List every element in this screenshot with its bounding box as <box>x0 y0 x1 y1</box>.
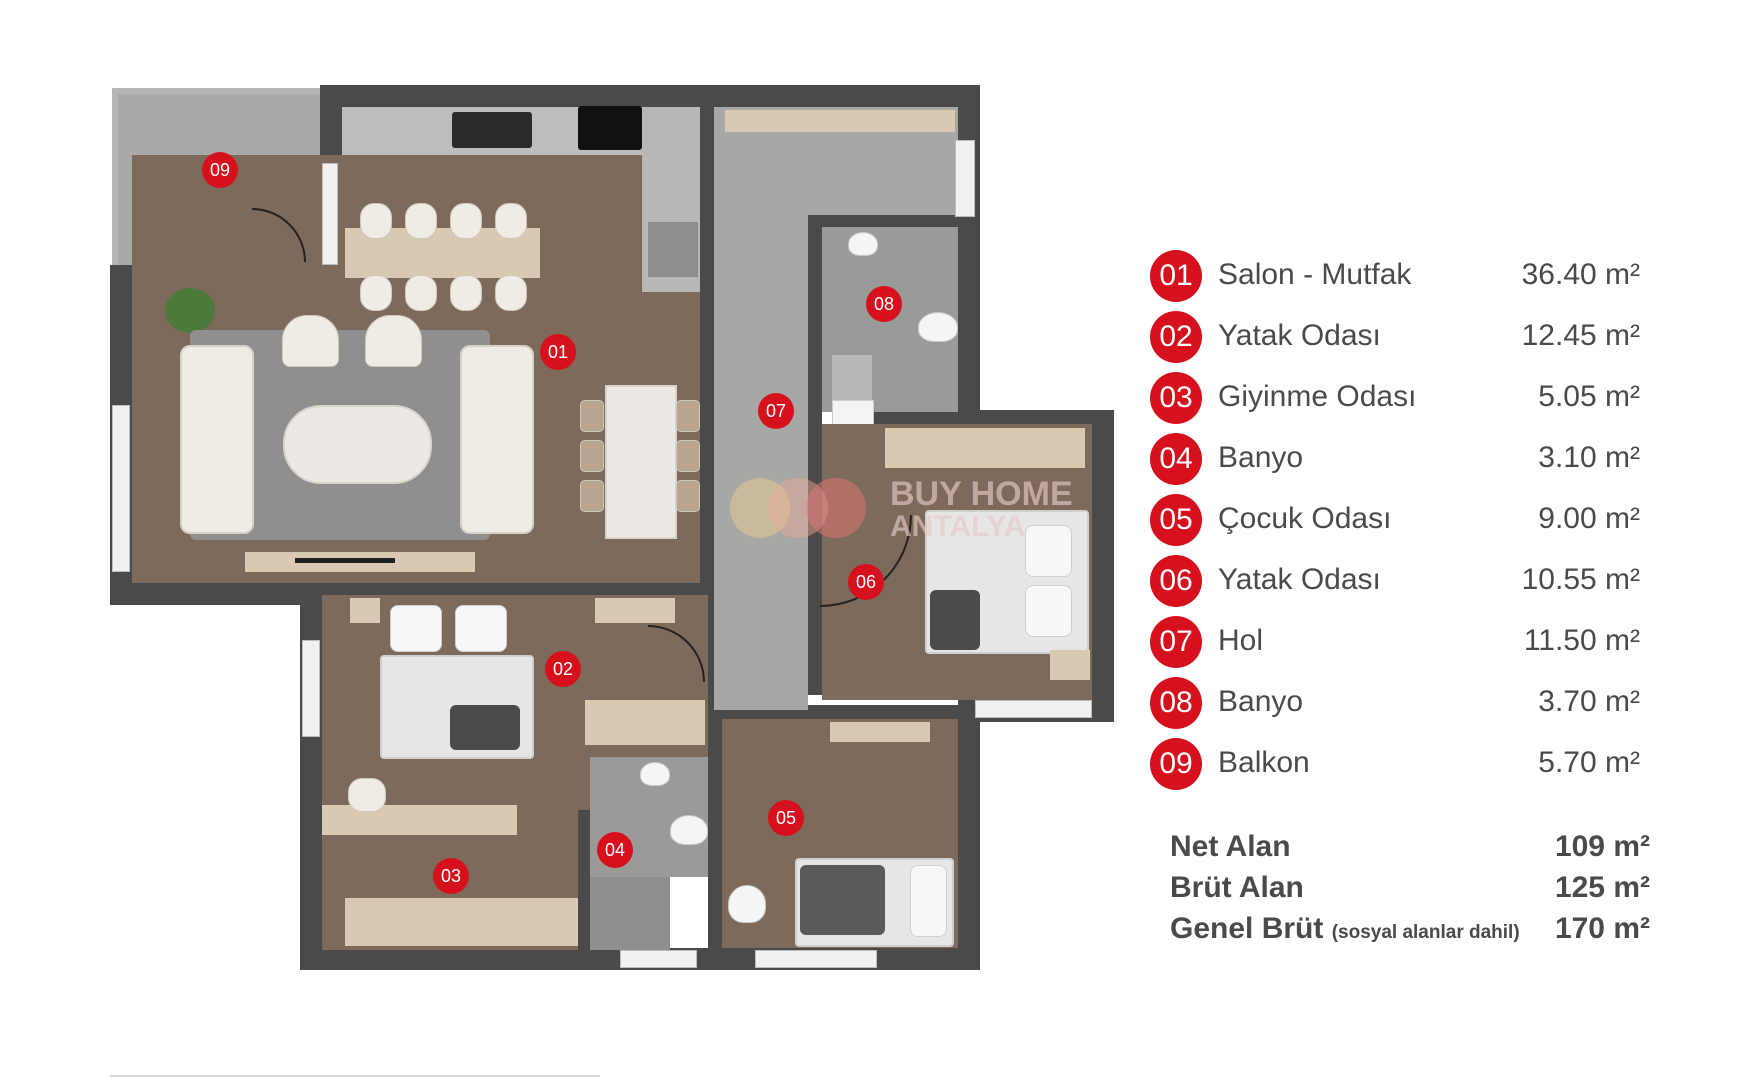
room-area: 5.05 m² <box>1538 380 1640 413</box>
total-gross-area-value: 170 m² <box>1554 912 1650 945</box>
room-name: Giyinme Odası <box>1218 380 1417 413</box>
room-number-badge: 09 <box>1150 738 1202 790</box>
room-marker-09: 09 <box>202 152 238 188</box>
room-number-badge: 01 <box>1150 250 1202 302</box>
room-area: 11.50 m² <box>1523 624 1640 657</box>
room-area: 36.40 m² <box>1521 258 1640 291</box>
wall <box>320 85 980 107</box>
coffee-table <box>283 405 432 484</box>
fridge-icon <box>648 222 698 277</box>
room-number-badge: 06 <box>1150 555 1202 607</box>
sofa-right <box>460 345 534 534</box>
washbasin-icon <box>848 232 878 256</box>
room-marker-08: 08 <box>866 286 902 322</box>
room-number-badge: 04 <box>1150 433 1202 485</box>
legend-row: 04 Banyo 3.10 m² <box>1150 433 1640 488</box>
room-marker-02: 02 <box>545 651 581 687</box>
legend-row: 07 Hol 11.50 m² <box>1150 616 1640 671</box>
room-marker-03: 03 <box>433 858 469 894</box>
legend-row: 08 Banyo 3.70 m² <box>1150 677 1640 732</box>
room-number-badge: 02 <box>1150 311 1202 363</box>
dining-table <box>605 385 677 539</box>
net-area-row: Net Alan 109 m² <box>1170 830 1650 870</box>
total-gross-note: (sosyal alanlar dahil) <box>1331 922 1520 943</box>
room-area: 5.70 m² <box>1538 746 1640 779</box>
room-name: Yatak Odası <box>1218 319 1381 352</box>
room-area: 9.00 m² <box>1538 502 1640 535</box>
watermark-text: BUY HOME <box>890 475 1073 513</box>
legend-row: 09 Balkon 5.70 m² <box>1150 738 1640 793</box>
floor-plan: 01 02 03 04 05 06 07 08 09 BUY HOME ANTA… <box>110 85 1114 970</box>
plant-icon <box>165 288 215 333</box>
total-gross-area-label: Genel Brüt (sosyal alanlar dahil) <box>1170 912 1520 946</box>
gross-area-label: Brüt Alan <box>1170 871 1304 904</box>
cooktop-icon <box>578 106 642 150</box>
room-number-badge: 08 <box>1150 677 1202 729</box>
room-marker-06: 06 <box>848 564 884 600</box>
room-name: Yatak Odası <box>1218 563 1381 596</box>
room-name: Banyo <box>1218 685 1304 718</box>
room-name: Hol <box>1218 624 1264 657</box>
sofa-left <box>180 345 254 534</box>
gross-area-value: 125 m² <box>1554 871 1650 904</box>
room-area: 3.10 m² <box>1538 441 1640 474</box>
room-name: Çocuk Odası <box>1218 502 1392 535</box>
watermark-logo-icon <box>730 478 790 538</box>
room-number-badge: 03 <box>1150 372 1202 424</box>
room-name: Banyo <box>1218 441 1304 474</box>
net-area-label: Net Alan <box>1170 830 1291 863</box>
legend-row: 03 Giyinme Odası 5.05 m² <box>1150 372 1640 427</box>
legend-row: 02 Yatak Odası 12.45 m² <box>1150 311 1640 366</box>
gross-area-row: Brüt Alan 125 m² <box>1170 871 1650 911</box>
room-marker-04: 04 <box>597 832 633 868</box>
room-number-badge: 05 <box>1150 494 1202 546</box>
room-area: 12.45 m² <box>1521 319 1640 352</box>
room-area: 10.55 m² <box>1521 563 1640 596</box>
sink-icon <box>452 112 532 148</box>
room-name: Salon - Mutfak <box>1218 258 1412 291</box>
room-marker-05: 05 <box>768 800 804 836</box>
room-marker-07: 07 <box>758 393 794 429</box>
total-gross-label-text: Genel Brüt <box>1170 912 1324 945</box>
legend-row: 05 Çocuk Odası 9.00 m² <box>1150 494 1640 549</box>
net-area-value: 109 m² <box>1554 830 1650 863</box>
total-gross-area-row: Genel Brüt (sosyal alanlar dahil) 170 m² <box>1170 912 1650 952</box>
room-name: Balkon <box>1218 746 1310 779</box>
divider <box>110 1075 600 1077</box>
legend-row: 01 Salon - Mutfak 36.40 m² <box>1150 250 1640 305</box>
watermark-text-2: ANTALYA <box>890 510 1026 543</box>
room-area: 3.70 m² <box>1538 685 1640 718</box>
toilet-icon <box>918 312 958 342</box>
room-marker-01: 01 <box>540 334 576 370</box>
room-number-badge: 07 <box>1150 616 1202 668</box>
legend-row: 06 Yatak Odası 10.55 m² <box>1150 555 1640 610</box>
